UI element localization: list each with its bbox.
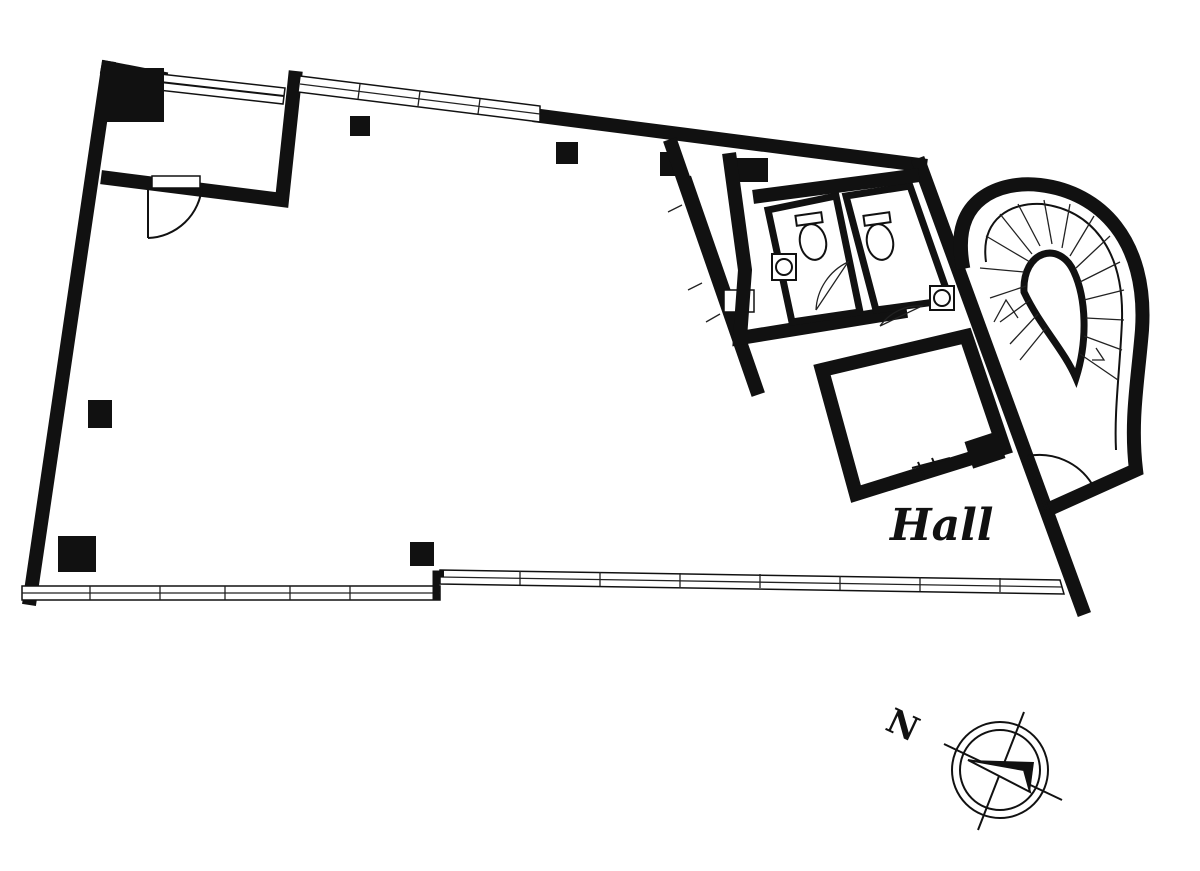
sink-icon	[929, 285, 955, 311]
toilet-icon	[794, 211, 828, 261]
compass-icon	[943, 711, 1063, 831]
lift-walls	[813, 327, 1013, 503]
toilet-stall	[763, 191, 865, 326]
door-swing-icon	[879, 305, 925, 327]
column	[104, 68, 164, 122]
west-wall	[22, 60, 116, 606]
south-wall-step	[432, 570, 444, 600]
column	[556, 142, 578, 164]
spiral-staircase-icon	[953, 177, 1150, 516]
lift-shaft	[813, 327, 1013, 503]
service-core	[663, 137, 955, 397]
compass-north-label: N	[880, 701, 925, 750]
core-inner-wall	[722, 152, 909, 347]
column	[350, 116, 370, 136]
columns	[58, 68, 768, 572]
column	[410, 542, 434, 566]
door-swing-icon	[147, 175, 203, 239]
core-west-wall	[663, 137, 765, 397]
column	[88, 400, 112, 428]
column	[58, 536, 96, 572]
column	[736, 158, 768, 182]
exterior-walls	[22, 59, 1091, 617]
east-wall	[911, 156, 1091, 617]
sink-icon	[771, 253, 797, 281]
north-wall	[532, 108, 928, 173]
toilet-icon	[862, 211, 895, 261]
windows	[21, 73, 1065, 601]
room-label-hall: Hall	[888, 500, 994, 551]
door-swing-icon	[815, 260, 850, 311]
